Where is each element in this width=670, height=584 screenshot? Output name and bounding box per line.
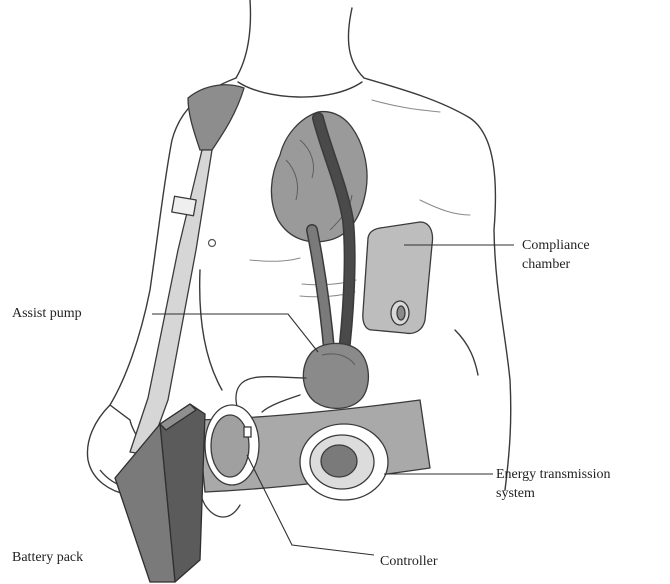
compliance-label-line1: Compliance — [522, 236, 590, 255]
shoulder-strap — [130, 85, 244, 455]
assist-pump — [303, 343, 368, 408]
controller-label: Controller — [380, 552, 438, 571]
energy-label-line2: system — [496, 484, 610, 503]
energy-coil — [300, 424, 388, 500]
nipple — [209, 240, 216, 247]
controller-device — [205, 405, 259, 485]
compliance-chamber-label: Compliance chamber — [522, 236, 590, 274]
energy-label-line1: Energy transmission — [496, 465, 610, 484]
energy-transmission-label: Energy transmission system — [496, 465, 610, 503]
assist-pump-label: Assist pump — [12, 304, 82, 323]
compliance-label-line2: chamber — [522, 255, 590, 274]
battery-pack-label: Battery pack — [12, 548, 83, 567]
compliance-chamber — [363, 222, 433, 333]
